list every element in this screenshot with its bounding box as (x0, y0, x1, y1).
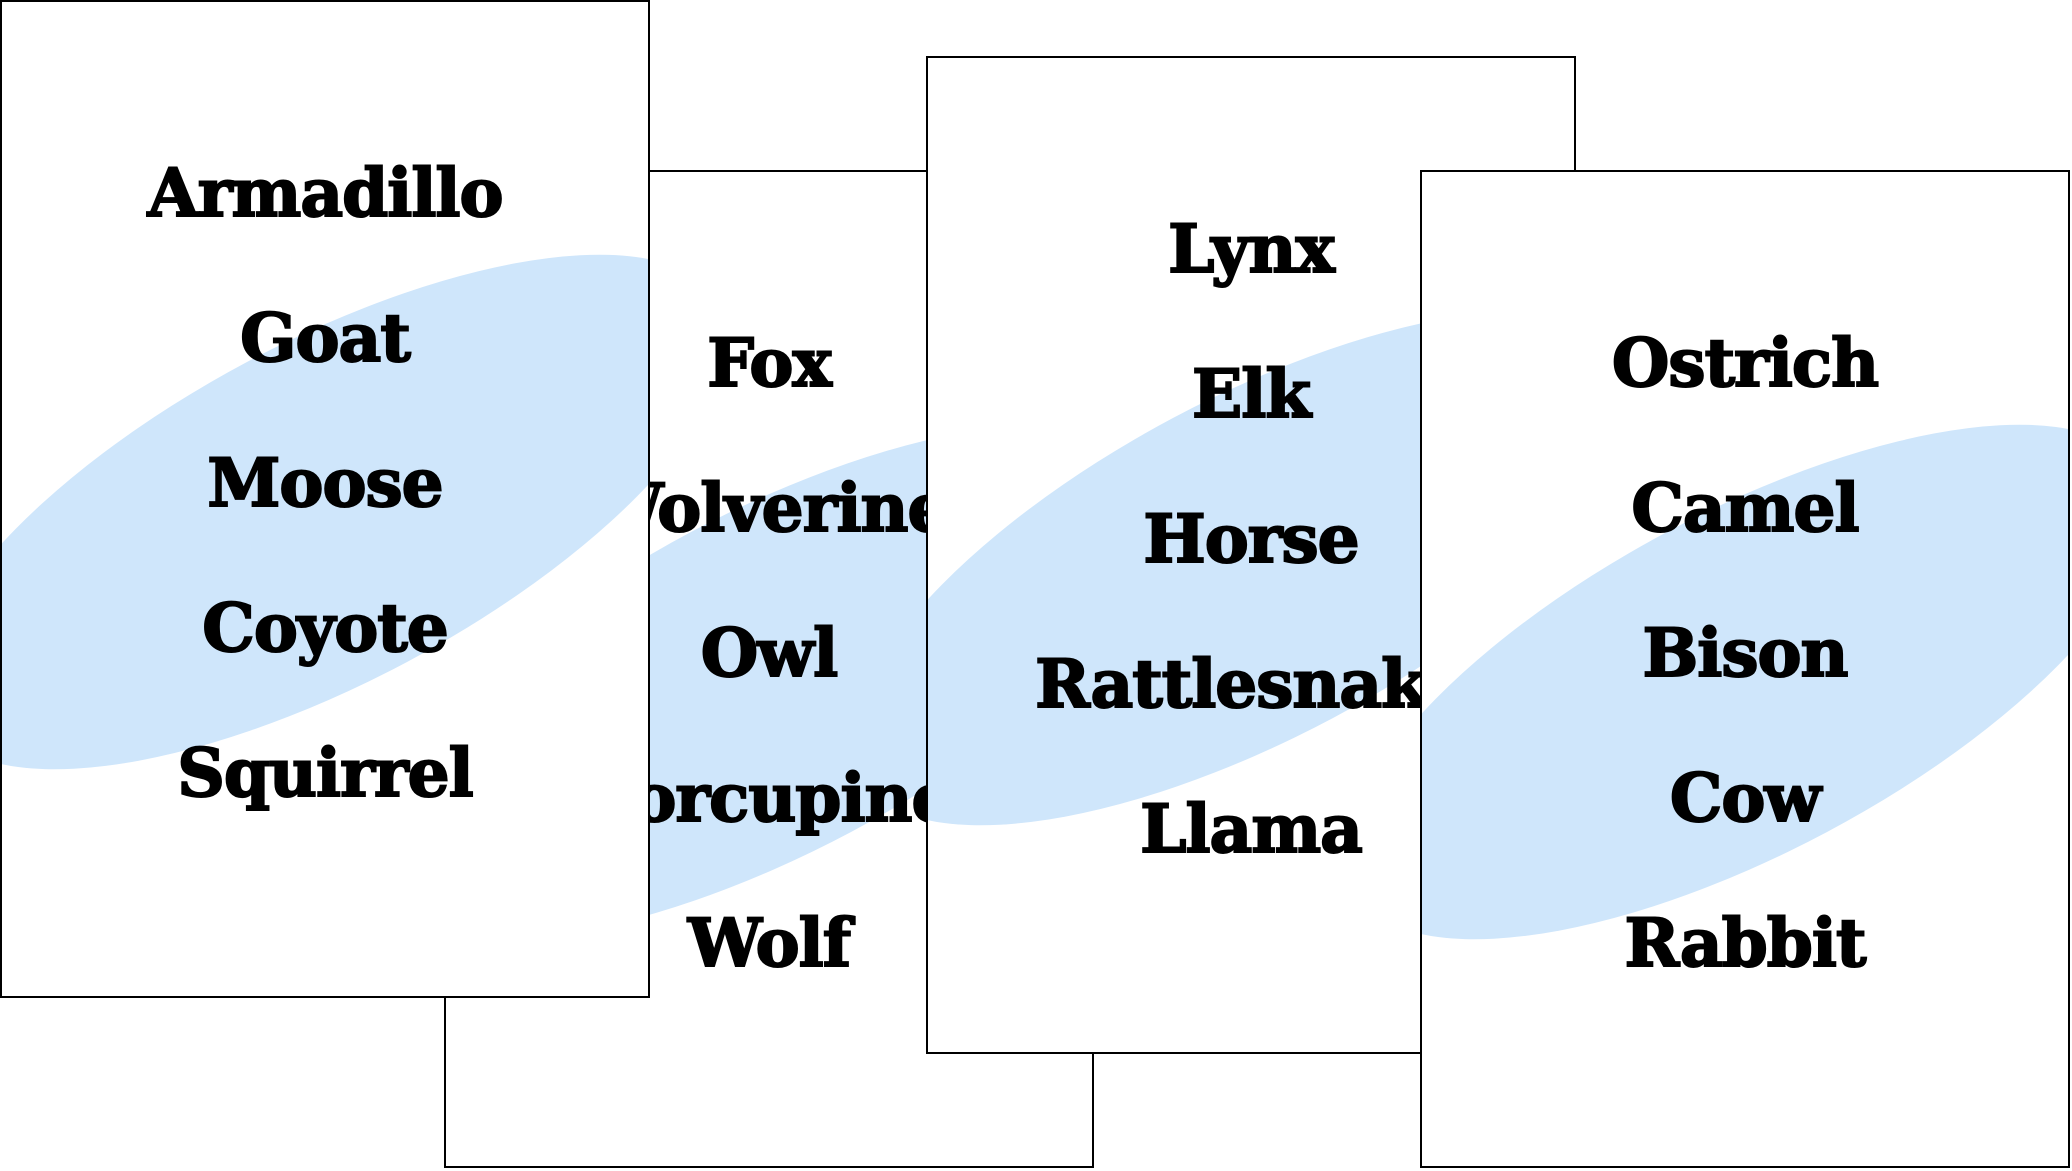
card-word[interactable]: Llama (1139, 790, 1364, 868)
card-word[interactable]: Cow (1669, 759, 1822, 837)
card-word[interactable]: Squirrel (176, 734, 474, 812)
card-word[interactable]: Fox (706, 324, 833, 402)
card-word[interactable]: Rattlesnake (1034, 645, 1469, 723)
card-word[interactable]: Armadillo (147, 154, 505, 232)
card-word[interactable]: Lynx (1167, 210, 1336, 288)
card-word[interactable]: Wolf (687, 904, 852, 982)
card-word[interactable]: Rabbit (1624, 904, 1868, 982)
card-word[interactable]: Coyote (201, 589, 449, 667)
word-card-1[interactable]: Armadillo Goat Moose Coyote Squirrel (0, 0, 650, 998)
card-word[interactable]: Camel (1630, 469, 1860, 547)
card-word[interactable]: Bison (1641, 614, 1849, 692)
card-word[interactable]: Moose (206, 444, 444, 522)
card-word[interactable]: Goat (239, 299, 412, 377)
card-word[interactable]: Owl (700, 614, 839, 692)
card-word[interactable]: Horse (1142, 500, 1360, 578)
card-word[interactable]: Elk (1191, 355, 1312, 433)
word-card-4[interactable]: Ostrich Camel Bison Cow Rabbit (1420, 170, 2070, 1168)
card-word[interactable]: Ostrich (1611, 324, 1880, 402)
